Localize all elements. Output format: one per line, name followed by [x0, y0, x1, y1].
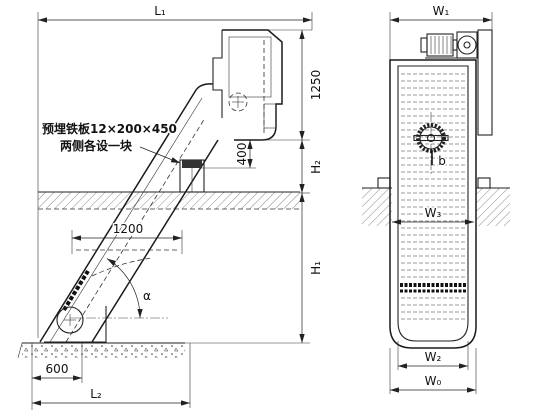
- note-leader: [139, 146, 181, 164]
- motor-fins: [430, 36, 452, 54]
- note-line-2: 两侧各设一块: [60, 138, 133, 153]
- dimension-l2: L₂: [32, 343, 191, 408]
- frame-guide-line: [49, 97, 203, 343]
- embedded-steel-plate: [182, 160, 202, 168]
- rake-band: [400, 283, 466, 293]
- front-ground-blocks: [362, 177, 510, 226]
- ground-hatch-right: [476, 188, 510, 226]
- channel-ground-band: [38, 191, 300, 210]
- dimension-label-600: 600: [46, 362, 69, 376]
- ground-hatch-left: [362, 188, 392, 226]
- dimension-label-w3: W₃: [425, 206, 442, 220]
- channel-bottom-ground: [17, 342, 185, 359]
- gearbox: [456, 31, 478, 59]
- gearbox-shaft: [463, 41, 471, 49]
- dimension-1200: 1200: [71, 221, 183, 254]
- dimension-label-400: 400: [235, 143, 249, 166]
- concrete-hatch: [22, 343, 185, 358]
- side-plate: [477, 29, 493, 136]
- dimension-label-l2: L₂: [90, 387, 102, 401]
- drive-unit: [420, 29, 493, 136]
- ground-hatch: [38, 192, 300, 209]
- embedded-plate-left: [377, 177, 391, 189]
- support-bracket: [179, 159, 205, 193]
- head-drum: [228, 92, 248, 112]
- dimension-w2: W₂: [397, 341, 469, 370]
- dimension-label-b: b: [438, 154, 446, 168]
- front-view: b W₁ W₃ W₂ W₀: [362, 3, 510, 394]
- dimension-label-w0: W₀: [425, 374, 442, 388]
- angle-label-alpha: α: [143, 289, 151, 303]
- angle-arc: [106, 258, 143, 319]
- concrete-edge: [17, 342, 23, 359]
- dimension-600: 600: [31, 343, 83, 410]
- dimension-label-h1: H₁: [309, 261, 323, 275]
- drive-head-housing: [212, 29, 283, 141]
- dimension-w1: W₁: [389, 3, 493, 60]
- sprocket-body: [419, 126, 443, 150]
- vertical-dimension-chain: 1250 H₂ H₁: [185, 29, 325, 344]
- frame-outer-edge: [39, 83, 214, 343]
- dimension-label-w2: W₂: [425, 350, 442, 364]
- note-line-1: 预埋铁板12×200×450: [42, 121, 177, 136]
- front-frame: [389, 59, 477, 349]
- gearbox-flange: [457, 35, 477, 55]
- dimension-label-l1: L₁: [154, 4, 166, 18]
- rake-teeth: [62, 269, 90, 312]
- drive-shaft: [413, 134, 449, 142]
- sprocket-hub: [426, 133, 436, 143]
- motor-coupling: [452, 39, 458, 51]
- dimension-label-w1: W₁: [433, 4, 450, 18]
- dimension-label-1200: 1200: [113, 222, 144, 236]
- lower-sprocket: [56, 306, 84, 334]
- dimension-w3: W₃: [392, 205, 474, 225]
- sprocket-teeth: [416, 123, 446, 153]
- dimension-label-h2: H₂: [309, 160, 323, 174]
- rake-travel-line: [65, 117, 206, 343]
- dimension-400: 400: [200, 140, 256, 169]
- embedded-plate-note: 预埋铁板12×200×450 两侧各设一块: [41, 120, 181, 164]
- housing-outline: [222, 29, 283, 141]
- head-sprocket: b: [413, 112, 449, 176]
- dimension-label-1250: 1250: [309, 70, 323, 101]
- motor-end-cap: [420, 37, 428, 53]
- embedded-plate-right: [477, 177, 491, 189]
- screen-bar-lines: [401, 73, 465, 320]
- housing-left-bracket: [212, 30, 223, 118]
- inclination-angle: α: [70, 258, 168, 319]
- housing-inner-panel: [228, 36, 272, 98]
- frame-outer: [389, 59, 477, 349]
- side-view: 预埋铁板12×200×450 两侧各设一块 L₁ 1250 H₂ H₁: [17, 3, 325, 410]
- frame-inner: [397, 65, 469, 342]
- dimension-l1: L₁: [37, 3, 313, 338]
- dimension-w0: W₀: [389, 348, 477, 394]
- housing-lower-box: [263, 103, 277, 129]
- frame-inner-edge: [91, 139, 219, 343]
